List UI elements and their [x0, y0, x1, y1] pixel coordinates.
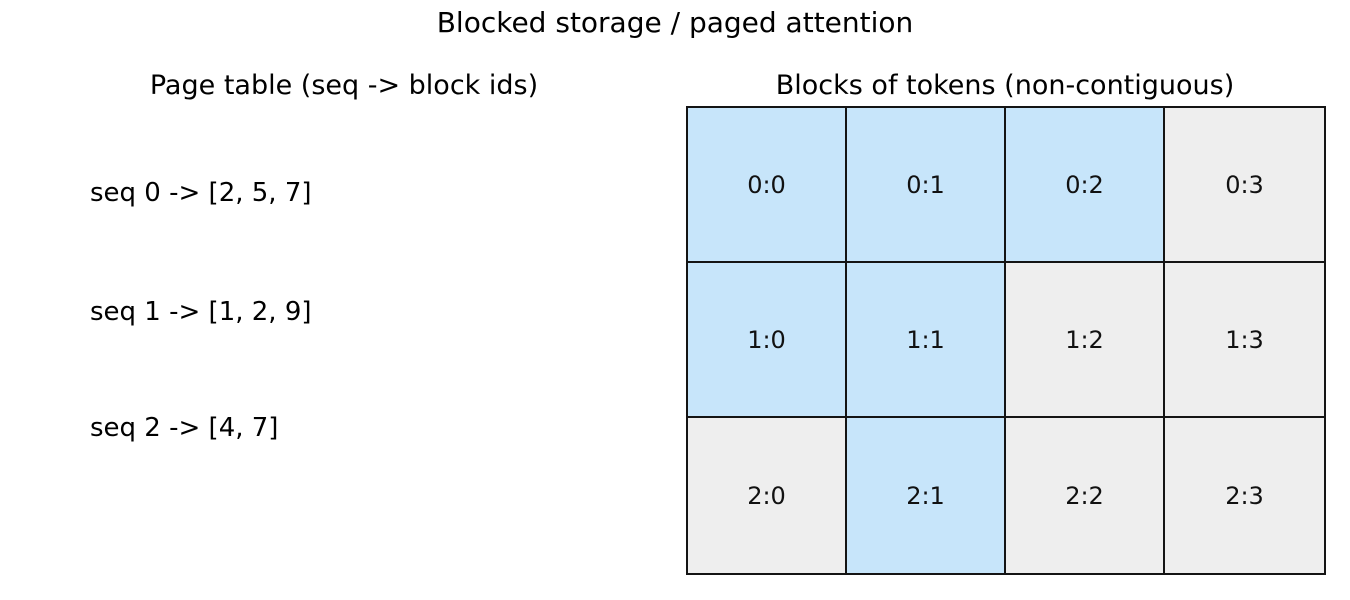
- blocks-header: Blocks of tokens (non-contiguous): [775, 70, 1235, 101]
- page-table-header: Page table (seq -> block ids): [149, 70, 539, 101]
- block-cell-1-1: 1:1: [847, 263, 1006, 418]
- block-cell-0-3: 0:3: [1165, 108, 1324, 263]
- page-table-entry-0: seq 0 -> [2, 5, 7]: [90, 178, 312, 208]
- page-table-entry-2: seq 2 -> [4, 7]: [90, 413, 279, 443]
- block-cell-1-0: 1:0: [688, 263, 847, 418]
- block-cell-2-3: 2:3: [1165, 418, 1324, 573]
- block-cell-label: 2:3: [1225, 481, 1264, 510]
- block-cell-label: 1:2: [1065, 325, 1104, 354]
- block-cell-label: 1:0: [747, 325, 786, 354]
- block-cell-2-1: 2:1: [847, 418, 1006, 573]
- block-cell-1-2: 1:2: [1006, 263, 1165, 418]
- block-cell-label: 2:0: [747, 481, 786, 510]
- block-cell-0-2: 0:2: [1006, 108, 1165, 263]
- block-cell-label: 1:3: [1225, 325, 1264, 354]
- block-cell-0-1: 0:1: [847, 108, 1006, 263]
- block-cell-label: 0:0: [747, 170, 786, 199]
- block-cell-label: 2:1: [906, 481, 945, 510]
- figure-title: Blocked storage / paged attention: [436, 6, 914, 39]
- block-cell-2-0: 2:0: [688, 418, 847, 573]
- block-cell-label: 0:1: [906, 170, 945, 199]
- block-cell-label: 2:2: [1065, 481, 1104, 510]
- block-cell-1-3: 1:3: [1165, 263, 1324, 418]
- block-cell-2-2: 2:2: [1006, 418, 1165, 573]
- block-cell-label: 0:3: [1225, 170, 1264, 199]
- page-table-entry-1: seq 1 -> [1, 2, 9]: [90, 297, 312, 327]
- block-cell-label: 0:2: [1065, 170, 1104, 199]
- block-cell-0-0: 0:0: [688, 108, 847, 263]
- blocks-grid: 0:0 0:1 0:2 0:3 1:0 1:1 1:2 1:3 2:0 2:1 2:2 2:3: [686, 106, 1326, 575]
- block-cell-label: 1:1: [906, 325, 945, 354]
